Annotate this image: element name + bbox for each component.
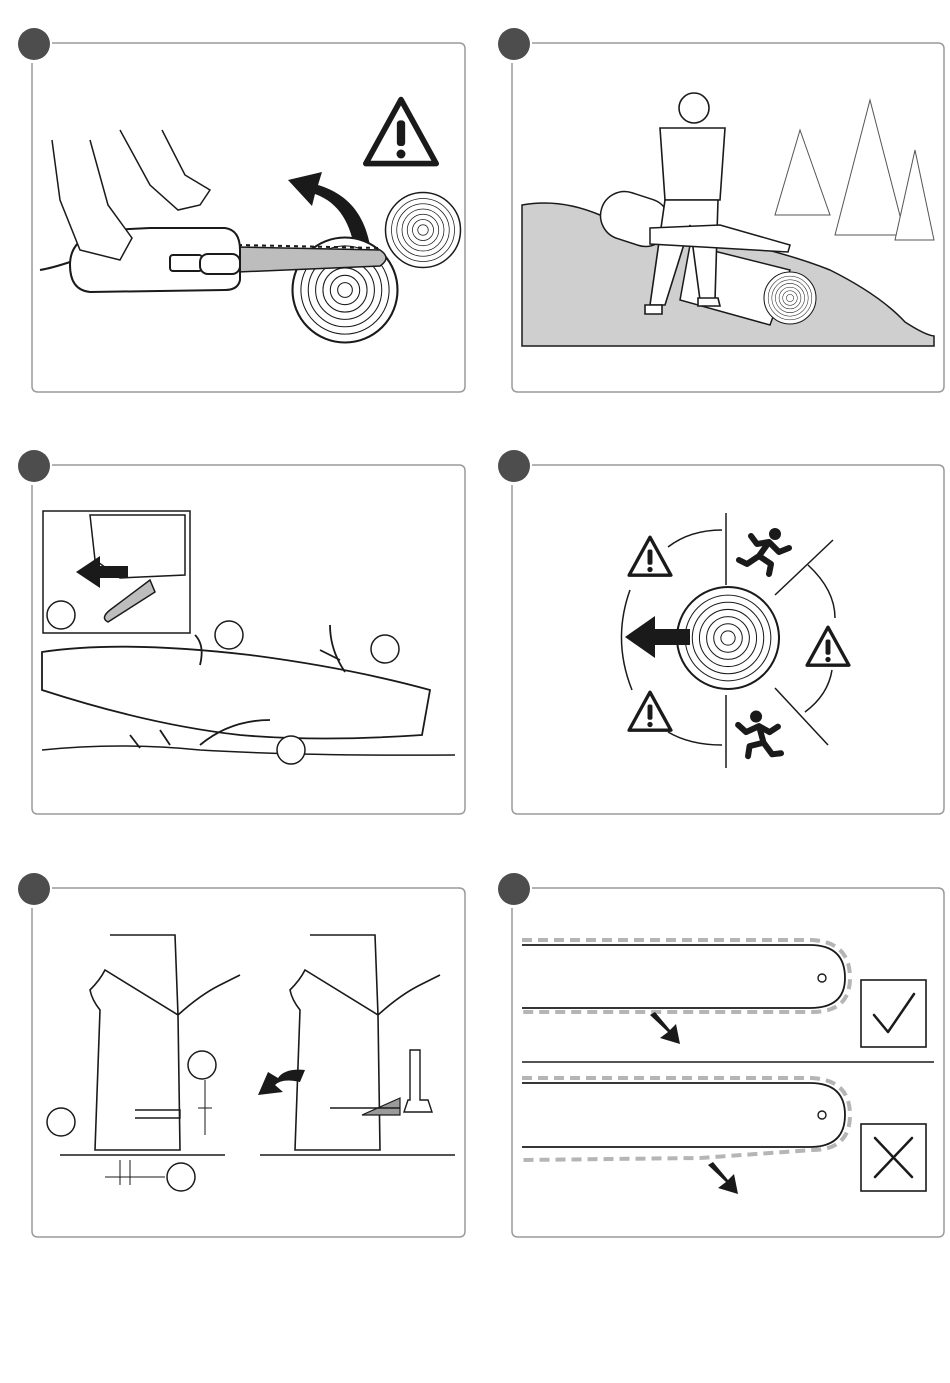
warning-triangle-icon <box>366 100 436 164</box>
running-person-icon <box>729 706 792 766</box>
left-arm <box>52 140 132 260</box>
callout-circle <box>47 1108 75 1136</box>
warning-triangle-icon <box>807 627 849 665</box>
panel-number-badge <box>18 873 50 905</box>
tree-trunk-right <box>290 935 440 1150</box>
trees <box>775 100 934 240</box>
axe-icon <box>404 1050 432 1112</box>
log-end-small <box>386 193 461 268</box>
panel-number-badge <box>18 28 50 60</box>
callout-circle <box>277 736 305 764</box>
panel-number-badge <box>18 450 50 482</box>
panel-6-chain-tension <box>498 873 944 1237</box>
chainsaw-sprocket-cover <box>200 254 240 274</box>
warning-triangle-icon <box>629 537 671 575</box>
panel-3-limbing <box>18 450 465 814</box>
ground-line <box>42 746 455 755</box>
zone-arc <box>668 732 722 745</box>
panel-4-danger-zones <box>498 450 944 814</box>
power-cord <box>40 262 70 270</box>
running-person-icon <box>739 528 789 574</box>
warning-triangle-icon <box>629 692 671 730</box>
panel-number-badge <box>498 28 530 60</box>
panel-1-kickback <box>18 28 465 392</box>
panel-number-badge <box>498 450 530 482</box>
bar-rivet <box>818 1111 826 1119</box>
panel-number-badge <box>498 873 530 905</box>
guide-bar-loose <box>522 1083 845 1147</box>
panel-frame <box>32 888 465 1237</box>
guide-bar-correct <box>522 945 845 1008</box>
log-end <box>764 272 816 324</box>
arrow-icon <box>650 1012 680 1044</box>
panel-2-slope <box>498 28 944 392</box>
callout-circle <box>215 621 243 649</box>
arrow-icon <box>708 1162 738 1194</box>
check-box <box>861 980 926 1047</box>
bar-rivet <box>818 974 826 982</box>
right-arm <box>120 130 210 210</box>
zone-arc <box>808 565 835 618</box>
callout-circle <box>371 635 399 663</box>
stump-rings <box>677 587 779 689</box>
callout-circle <box>188 1051 216 1079</box>
zone-arc <box>805 670 832 712</box>
panel-5-felling-cuts <box>18 873 465 1237</box>
callout-circle <box>167 1163 195 1191</box>
zone-arc <box>668 530 722 547</box>
chainsaw-badge <box>170 255 202 271</box>
callout-circle <box>47 601 75 629</box>
